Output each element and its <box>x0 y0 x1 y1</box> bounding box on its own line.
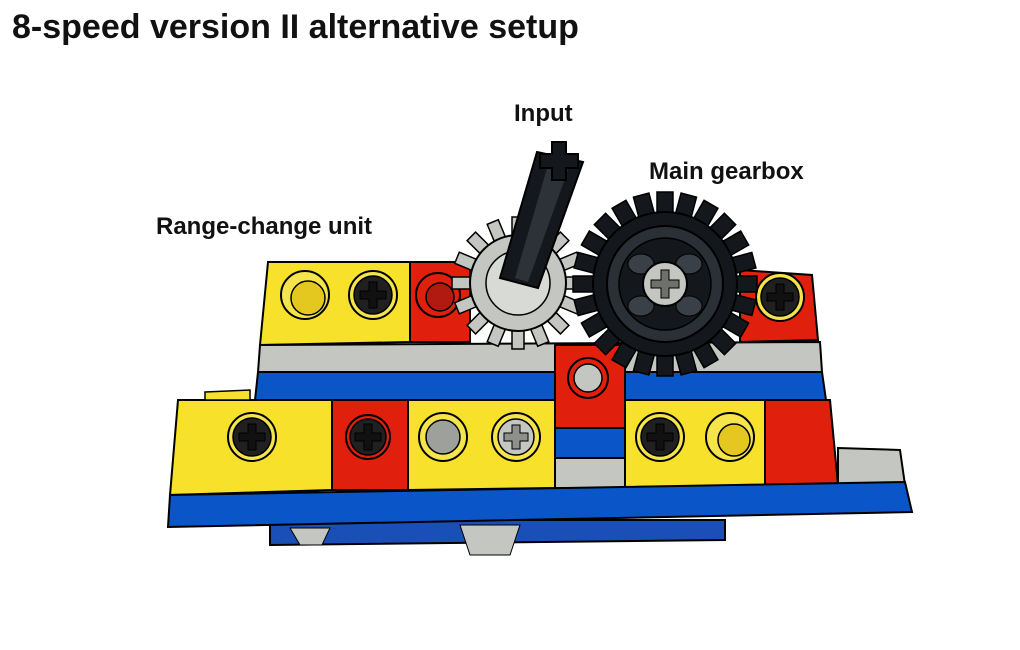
cross-hole-1 <box>349 271 397 319</box>
main-gear <box>572 191 758 377</box>
input-axle <box>498 141 585 290</box>
page-title: 8-speed version II alternative setup <box>12 8 579 46</box>
hole-yellow-1 <box>280 270 330 320</box>
cross-hole-gray <box>491 412 541 462</box>
range-change-unit-label: Range-change unit <box>156 213 373 240</box>
hole-yellow-2 <box>705 412 755 462</box>
cross-hole-4 <box>345 414 391 460</box>
middle-plates <box>253 340 828 401</box>
base-plate <box>166 480 914 529</box>
hole-red-1 <box>415 272 461 318</box>
input-label: Input <box>514 100 573 127</box>
hole-with-gear-1 <box>418 412 468 462</box>
lower-base <box>269 519 726 556</box>
lower-beam-row <box>168 344 907 497</box>
axle-hole-red <box>567 357 609 399</box>
cross-hole-5 <box>636 413 684 461</box>
cross-hole-3 <box>228 413 276 461</box>
main-gearbox-label: Main gearbox <box>649 158 804 185</box>
upper-beam-row <box>258 261 820 347</box>
cross-hole-2 <box>756 273 804 321</box>
